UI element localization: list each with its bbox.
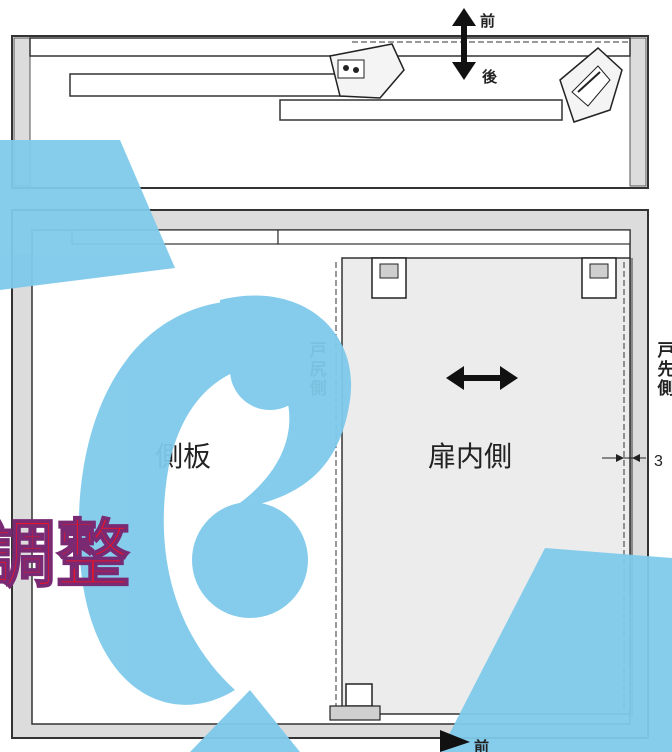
door-inner-label: 扉内側 bbox=[428, 440, 512, 473]
slider-bracket-left bbox=[329, 43, 405, 99]
watermark-logo bbox=[0, 140, 672, 752]
svg-text:戸: 戸 bbox=[658, 341, 672, 361]
slider-bracket-right bbox=[559, 47, 623, 123]
arrow-front-label: 前 bbox=[480, 12, 495, 30]
top-rail bbox=[29, 37, 631, 57]
top-hanger-right bbox=[581, 257, 617, 299]
arrow-back-label: 後 bbox=[481, 68, 498, 86]
top-door-leaf-upper bbox=[69, 73, 361, 97]
top-hanger-left bbox=[371, 257, 407, 299]
bottom-partial-arrow bbox=[440, 730, 470, 752]
svg-text:側: 側 bbox=[657, 378, 672, 399]
front-back-arrow bbox=[452, 8, 476, 80]
bottom-guide bbox=[329, 683, 381, 721]
left-right-arrow bbox=[446, 366, 518, 390]
front-top-rail-right bbox=[277, 229, 631, 245]
svg-text:先: 先 bbox=[658, 359, 672, 380]
gap-value-label: 3 bbox=[654, 453, 663, 470]
adjust-text: 調整 bbox=[0, 512, 130, 598]
top-right-post bbox=[629, 37, 647, 187]
door-tip-side-label: 戸 先 側 bbox=[657, 341, 672, 399]
top-door-leaf-lower bbox=[279, 99, 563, 121]
bottom-partial-arrow-label: 前 bbox=[474, 738, 489, 752]
gap-indicator bbox=[602, 454, 646, 462]
